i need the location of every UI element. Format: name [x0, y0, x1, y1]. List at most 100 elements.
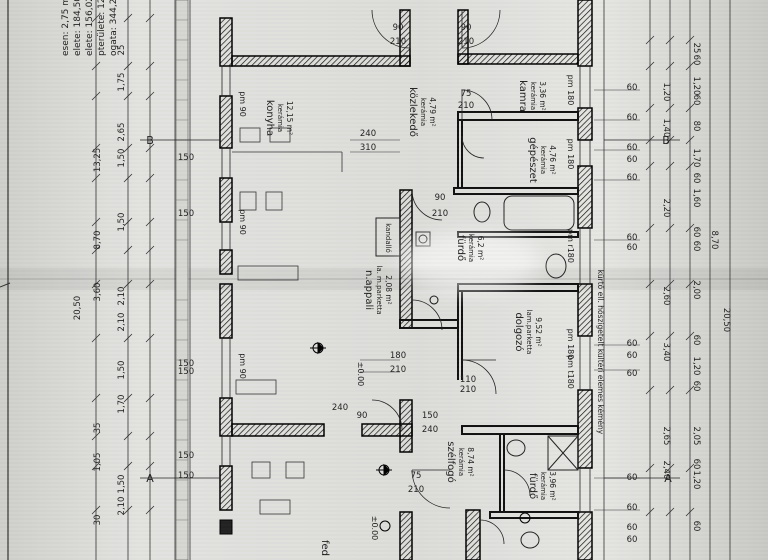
dim-tick	[123, 245, 133, 255]
dim-left-col2: 3,60	[93, 283, 103, 302]
sheet-border-corner	[0, 282, 11, 288]
dim-tick	[685, 35, 695, 45]
door-dim: 180	[390, 351, 406, 361]
dim-right-col1: 60	[691, 521, 701, 532]
opening-dim-left: 150	[178, 359, 194, 369]
dim-tick	[123, 431, 133, 441]
dim-tick	[123, 91, 133, 101]
room-area-furdo1: 6,2 m²	[476, 236, 485, 261]
opening-dim-right: 60	[627, 535, 638, 545]
dim-left-col2: 35	[93, 423, 103, 434]
dim-tick	[645, 279, 655, 289]
scan-glare	[400, 232, 540, 292]
door-dim: 210	[390, 365, 406, 375]
opening-dim-right: 60	[627, 523, 638, 533]
room-area-furdo2: 3,96 m²	[548, 471, 557, 500]
room-name-kozlekedo: közlekedő	[407, 87, 419, 137]
room-area-kozlekedo: 4,79 m²	[428, 97, 437, 126]
dim-tick	[91, 61, 101, 71]
dim-tick	[123, 217, 133, 227]
sill-label: pm t180	[566, 355, 575, 389]
dim-right-col1: 1,60	[691, 189, 701, 208]
dim-tick	[645, 103, 655, 113]
door-dim: 75	[411, 471, 422, 481]
room-floor-nappali: la. m.parketta	[375, 265, 383, 314]
sill-label: pm 180	[566, 329, 575, 360]
dim-right-col1: 2,05	[691, 427, 701, 446]
room-floor-kamra: kerámia	[529, 82, 537, 110]
dim-tick	[91, 333, 101, 343]
opening-dim-right: 60	[627, 233, 638, 243]
dim-tick	[665, 161, 675, 171]
kitchen-furniture	[232, 127, 343, 515]
room-area-szelfogo: 8,74 m²	[466, 447, 475, 476]
dim-tick	[123, 143, 133, 153]
section-mark-right-b: B	[662, 134, 670, 147]
dim-left-col1: 2,10	[117, 497, 127, 516]
dim-right-col2: 2,40	[661, 461, 671, 480]
room-floor-kozlekedo: kerámia	[419, 98, 427, 126]
dim-tick	[145, 279, 155, 289]
dim-tick	[91, 461, 101, 471]
dim-tick	[145, 91, 155, 101]
dim-tick	[665, 279, 675, 289]
door-dim: 310	[360, 143, 376, 153]
sill-label: pm 180	[566, 139, 575, 170]
dim-left-col1: 1,50	[117, 213, 127, 232]
chimney-note: kürtő ell. hőszigetelt kültéri elemes ké…	[596, 270, 605, 435]
door-dim: 240	[360, 129, 376, 139]
right-dimension-chain	[603, 0, 731, 560]
door-dim: 210	[458, 101, 474, 111]
left-windows	[221, 66, 231, 466]
opening-dim-right: 60	[627, 503, 638, 513]
dim-tick	[91, 173, 101, 183]
dim-left-overall: 20,50	[73, 296, 83, 320]
kamra-left-wall	[457, 9, 469, 65]
room-name-szelfogo: szélfogó	[445, 441, 457, 483]
dim-tick	[685, 135, 695, 145]
dim-left-col1: 1,70	[117, 395, 127, 414]
opening-dim-left: 150	[178, 451, 194, 461]
dim-tick	[685, 463, 695, 473]
dim-tick	[91, 91, 101, 101]
dim-right-col1: 80	[691, 121, 701, 132]
dim-tick	[685, 103, 695, 113]
left-dimension-ticks	[91, 13, 155, 515]
opening-dim-right: 60	[627, 143, 638, 153]
dim-right-col1: 60	[691, 335, 701, 346]
room-name-furdo1: fürdő	[455, 235, 467, 261]
door-dim: 210	[390, 37, 406, 47]
dim-tick	[665, 35, 675, 45]
bathroom-fixtures	[375, 195, 579, 549]
dim-right-col2: 1,40	[661, 119, 671, 138]
dim-tick	[645, 61, 655, 71]
room-area-dolgozo: 9,52 m²	[534, 317, 543, 346]
dim-tick	[665, 331, 675, 341]
right-exterior-wall	[577, 0, 593, 560]
dim-right-col2: 2,60	[661, 287, 671, 306]
dim-tick	[145, 245, 155, 255]
dim-tick	[665, 385, 675, 395]
dim-tick	[91, 217, 101, 227]
door-dim: 90	[357, 411, 368, 421]
opening-dim-right: 60	[627, 173, 638, 183]
dim-tick	[685, 161, 695, 171]
opening-dim-right: 60	[627, 369, 638, 379]
dim-tick	[145, 217, 155, 227]
opening-dim-right: 60	[627, 155, 638, 165]
opening-dim-right: 60	[627, 351, 638, 361]
dim-tick	[123, 393, 133, 403]
sill-label: pm r180	[566, 229, 575, 263]
dim-tick	[685, 385, 695, 395]
door-dim: 75	[461, 89, 472, 99]
dim-tick	[91, 279, 101, 289]
dim-left-col2: 8,70	[93, 231, 103, 250]
dim-tick	[145, 333, 155, 343]
dim-tick	[91, 393, 101, 403]
dim-left-col1: 2,10	[117, 287, 127, 306]
room-name-konyha: konyha	[264, 100, 275, 136]
room-area-gepeszet: 4,76 m²	[548, 145, 557, 174]
summary-line: elete: 184,50 m2	[73, 0, 83, 56]
dim-left-col1: 1,50	[117, 149, 127, 168]
